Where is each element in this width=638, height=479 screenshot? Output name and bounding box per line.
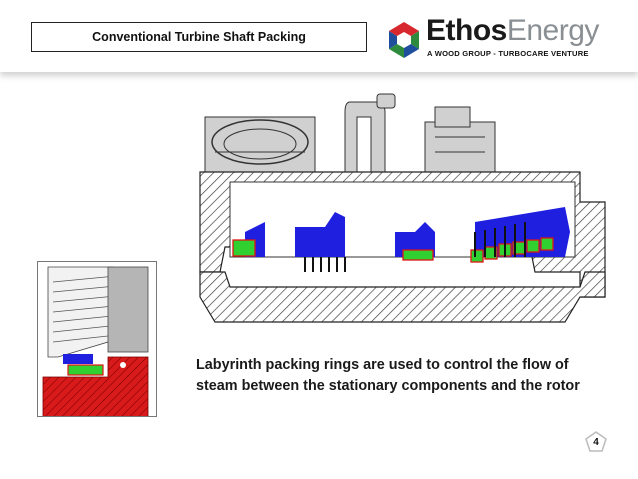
slide-title: Conventional Turbine Shaft Packing — [31, 22, 367, 52]
page-number: 4 — [593, 436, 599, 448]
turbine-cross-section-diagram — [199, 93, 606, 323]
slide-caption: Labyrinth packing rings are used to cont… — [196, 357, 580, 394]
logo-wordmark-energy: Energy — [506, 14, 600, 47]
logo-tagline: A WOOD GROUP - TURBOCARE VENTURE — [427, 49, 589, 58]
rotor-lower-half — [199, 271, 606, 323]
ethos-hexagon-logo-icon — [389, 22, 419, 58]
logo-wordmark: EthosEnergy — [426, 14, 599, 48]
turbine-blades — [304, 222, 526, 272]
ethos-energy-logo: EthosEnergy A WOOD GROUP - TURBOCARE VEN… — [384, 14, 614, 64]
packing-detail-diagram — [38, 262, 156, 416]
logo-wordmark-ethos: Ethos — [426, 14, 507, 47]
packing-detail-inset — [37, 261, 157, 417]
right-valve-housing — [424, 106, 496, 173]
upper-valve-chest — [204, 116, 316, 173]
page-number-badge: 4 — [584, 430, 608, 454]
pentagon-badge-icon — [585, 431, 607, 452]
